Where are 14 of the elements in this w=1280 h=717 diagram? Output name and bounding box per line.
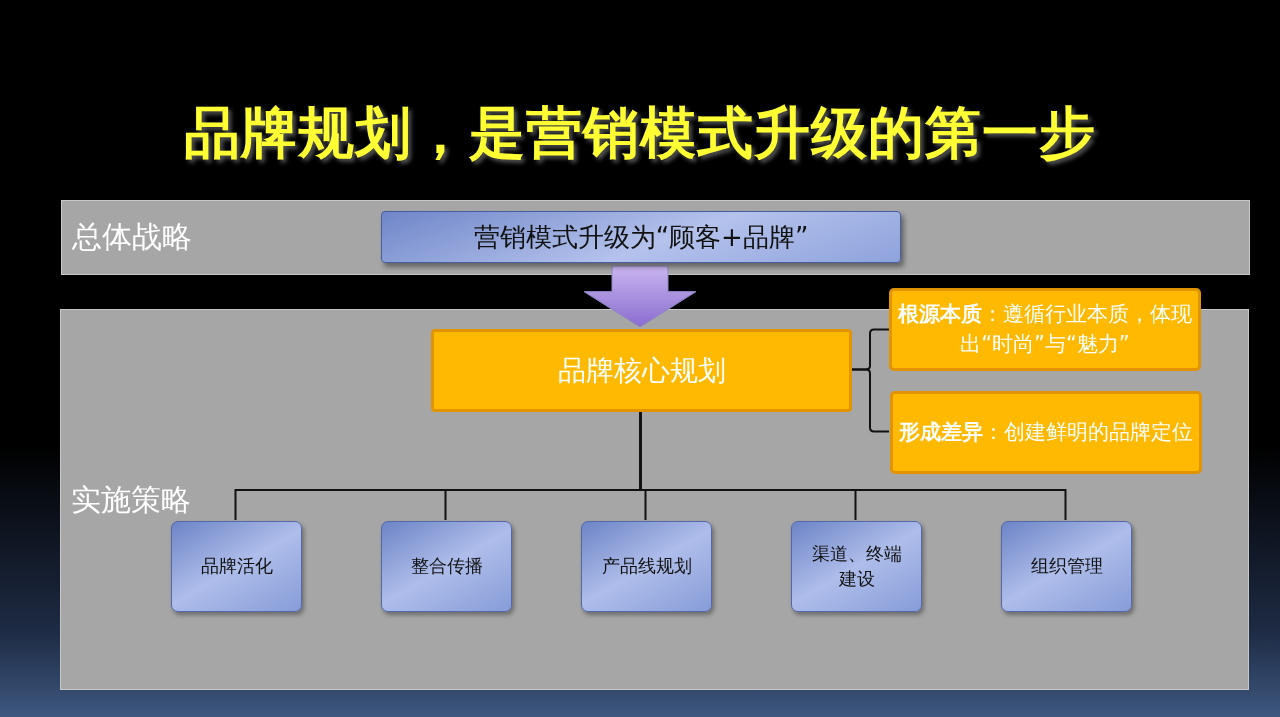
section-band bbox=[61, 200, 1250, 275]
strategy-box: 营销模式升级为“顾客+品牌” bbox=[381, 211, 901, 263]
note-box: 根源本质：遵循行业本质，体现出“时尚”与“魅力” bbox=[889, 288, 1201, 371]
note-box: 形成差异：创建鲜明的品牌定位 bbox=[890, 391, 1202, 474]
slide-title: 品牌规划，是营销模式升级的第一步 bbox=[183, 99, 1097, 167]
strategy-item-box: 品牌活化 bbox=[171, 521, 302, 612]
section-label: 实施策略 bbox=[71, 481, 191, 519]
strategy-item-box: 组织管理 bbox=[1001, 521, 1132, 612]
strategy-item-box: 整合传播 bbox=[381, 521, 512, 612]
core-plan-box: 品牌核心规划 bbox=[431, 329, 852, 412]
section-label: 总体战略 bbox=[72, 218, 192, 256]
strategy-item-box: 渠道、终端建设 bbox=[791, 521, 922, 612]
block-arrow bbox=[583, 265, 697, 328]
strategy-item-box: 产品线规划 bbox=[581, 521, 712, 612]
